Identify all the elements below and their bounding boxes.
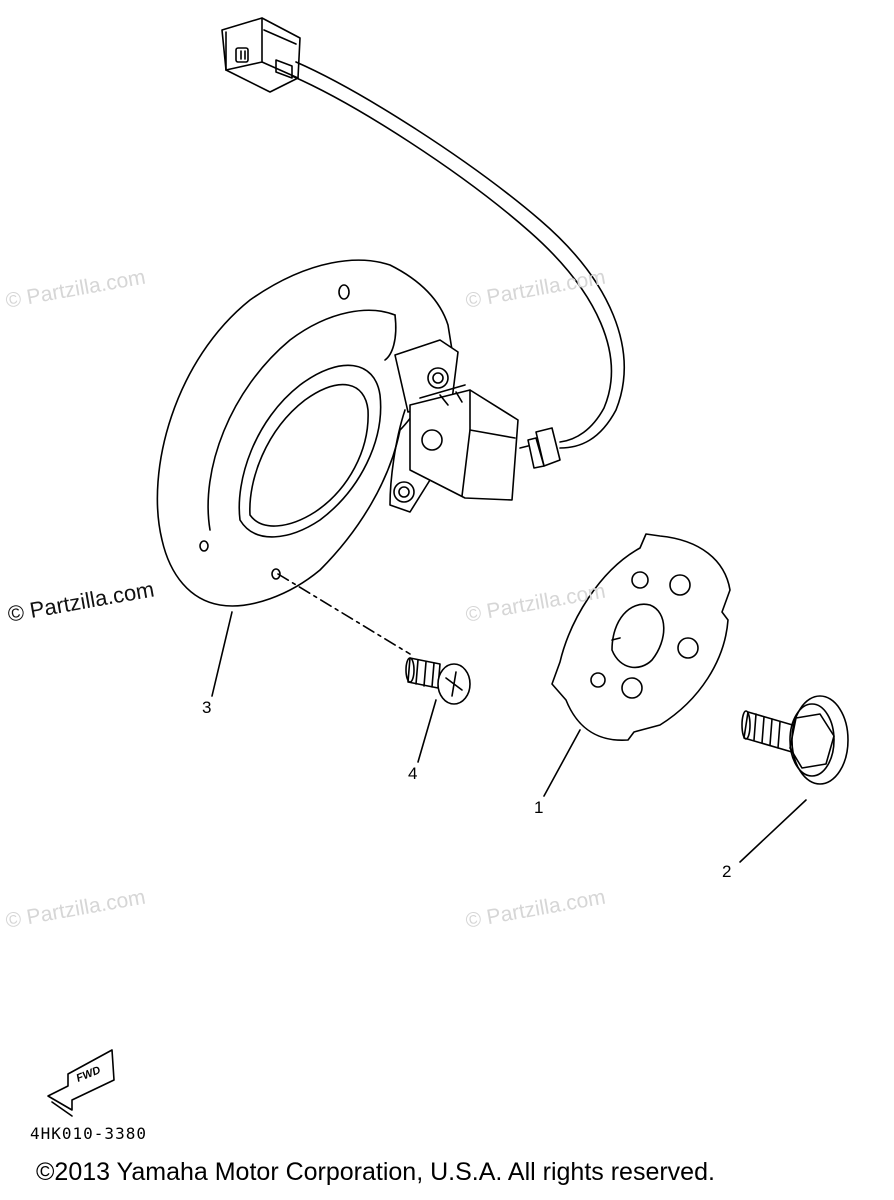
flange-bolt <box>741 695 849 785</box>
pulser-rotor <box>551 533 731 741</box>
phillips-screw <box>405 657 471 705</box>
leader-line-2 <box>739 799 807 863</box>
pickup-coil-sensor <box>389 339 519 513</box>
leader-line-4 <box>417 699 437 763</box>
connector-plug <box>221 17 301 93</box>
assembly-line <box>277 573 411 655</box>
diagram-code: 4HK010-3380 <box>30 1124 147 1143</box>
leader-line-3 <box>211 611 233 697</box>
callout-2: 2 <box>722 862 732 881</box>
callout-4: 4 <box>408 764 418 783</box>
fwd-arrow-icon <box>47 1049 115 1117</box>
callout-3: 3 <box>202 698 212 717</box>
stator-base-plate <box>156 259 453 607</box>
wire-harness <box>295 61 625 449</box>
callout-1: 1 <box>534 798 544 817</box>
copyright-notice: ©2013 Yamaha Motor Corporation, U.S.A. A… <box>36 1158 715 1186</box>
leader-line-1 <box>543 729 581 797</box>
sensor-connector <box>519 427 561 469</box>
